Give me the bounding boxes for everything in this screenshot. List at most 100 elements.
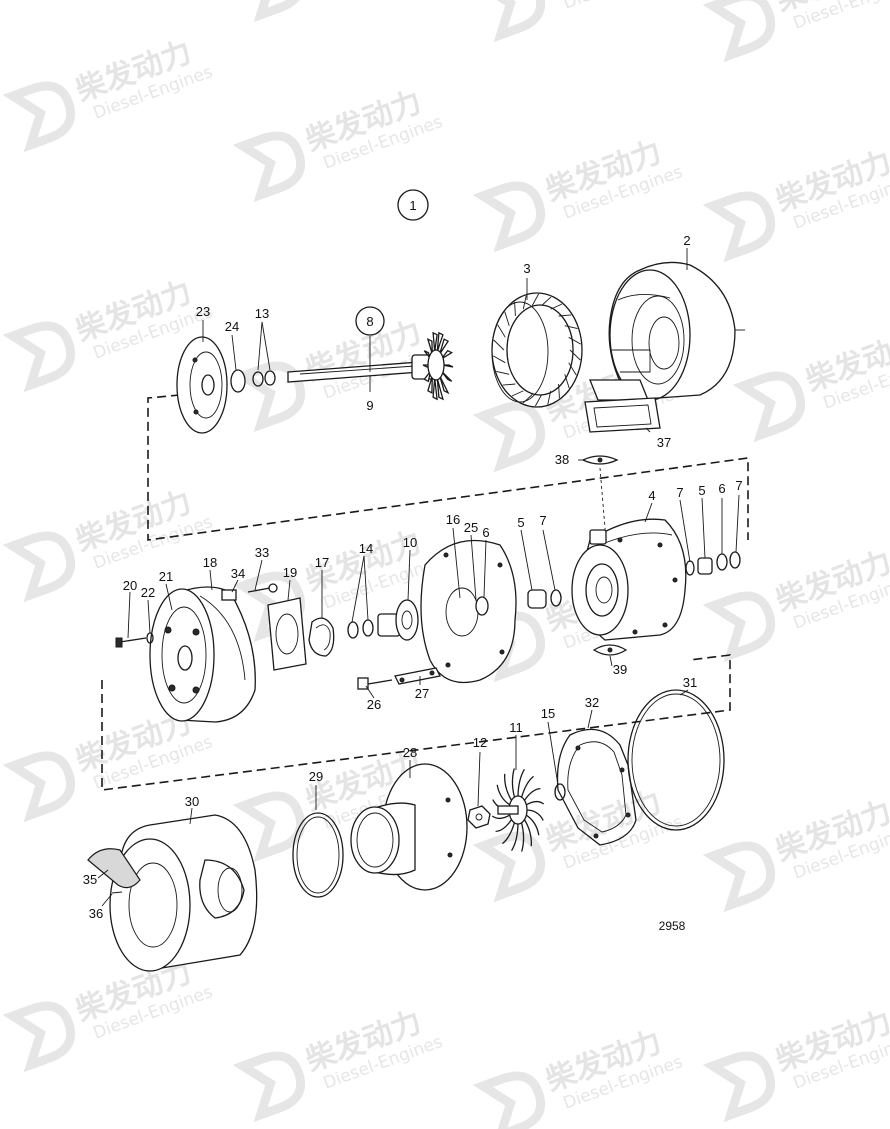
callout-14: 14	[359, 541, 373, 556]
callout-12: 12	[473, 735, 487, 750]
callout-25: 25	[464, 520, 478, 535]
part-39-gasket	[592, 644, 628, 656]
part-20-bolt	[115, 632, 154, 648]
callout-36: 36	[89, 906, 103, 921]
callout-24: 24	[225, 319, 239, 334]
ring-vane	[550, 303, 563, 310]
turbine-blade	[501, 820, 516, 845]
ring-vane	[569, 349, 581, 361]
ring-vane	[496, 370, 510, 375]
callout-29: 29	[309, 769, 323, 784]
leader-lines	[97, 248, 740, 907]
callout-26: 26	[367, 697, 381, 712]
part-13-piston-rings	[252, 370, 276, 387]
ring-vane	[511, 390, 524, 397]
part-11-turbine-wheel	[491, 768, 545, 852]
turbine-blade	[503, 773, 513, 802]
wheel-blade	[436, 378, 444, 401]
callout-5-right: 5	[698, 483, 705, 498]
turbine-blade	[511, 821, 519, 852]
part-33-screw	[247, 583, 278, 593]
part-4-bearing-housing	[571, 518, 687, 641]
callout-5-middle: 5	[517, 515, 524, 530]
callout-37: 37	[657, 435, 671, 450]
callout-34: 34	[231, 566, 245, 581]
wheel-blade	[439, 375, 450, 395]
ring-vane	[564, 325, 578, 330]
ring-vane	[547, 390, 552, 405]
turbine-blade	[520, 775, 535, 800]
callout-7-right-b: 7	[735, 478, 742, 493]
part-12-nut	[467, 805, 491, 829]
callout-3: 3	[523, 261, 530, 276]
turbine-blade	[495, 818, 513, 833]
callout-6-middle: 6	[482, 525, 489, 540]
turbine-blade	[511, 768, 516, 800]
ring-vane	[522, 295, 527, 310]
callout-labels: 1 2 3 4 5 5 6 6 7 7 7 8 9 10 11 12 13 14…	[83, 198, 743, 933]
callout-9: 9	[366, 398, 373, 413]
ring-vane	[531, 293, 539, 306]
turbine-blade	[520, 820, 525, 852]
part-37-gasket	[584, 397, 661, 433]
wheel-blade	[441, 364, 454, 368]
assembly-frame-upper	[147, 394, 749, 541]
ring-vane	[558, 383, 560, 399]
part-26-screw	[357, 677, 393, 690]
ring-vane	[568, 362, 577, 376]
wheel-blade	[440, 349, 454, 360]
callout-35: 35	[83, 872, 97, 887]
callout-7-middle: 7	[539, 513, 546, 528]
ring-vane	[497, 324, 506, 338]
callout-16: 16	[446, 512, 460, 527]
callout-18: 18	[203, 555, 217, 570]
part-32-shroud-plate	[556, 728, 637, 846]
callout-17: 17	[315, 555, 329, 570]
turbine-blade	[525, 809, 544, 821]
part-8-compressor-wheel	[422, 331, 454, 401]
assembly-frame-lower	[101, 654, 731, 791]
callout-31: 31	[683, 675, 697, 690]
part-28-flange-sleeve	[350, 763, 468, 891]
ring-vane	[541, 296, 552, 306]
wheel-blade	[432, 331, 438, 352]
turbine-blade	[523, 818, 533, 847]
part-30-turbine-housing	[87, 814, 258, 972]
callout-10: 10	[403, 535, 417, 550]
turbine-blade	[525, 814, 540, 836]
ring-vane	[493, 339, 505, 351]
wheel-blade	[427, 375, 433, 394]
part-31-v-band-clamp	[627, 689, 725, 831]
ring-vane	[504, 311, 510, 326]
ring-vane	[564, 374, 570, 389]
callout-22: 22	[141, 585, 155, 600]
part-23-disc	[176, 336, 228, 434]
turbine-blade	[525, 800, 545, 806]
callout-28: 28	[403, 745, 417, 760]
callout-20: 20	[123, 578, 137, 593]
part-38-gasket	[581, 455, 619, 465]
drawing-number: 2958	[659, 919, 686, 933]
svg-text:Diesel-Engines: Diesel-Engines	[561, 0, 686, 14]
wheel-blade	[439, 338, 450, 355]
ring-vane	[492, 355, 506, 364]
wheel-blade	[432, 378, 438, 401]
callout-38: 38	[555, 452, 569, 467]
part-14-rings	[347, 619, 374, 639]
part-7-ring-right	[685, 551, 741, 576]
callout-11: 11	[509, 720, 523, 735]
ring-vane	[558, 314, 572, 317]
turbine-blade	[491, 814, 511, 820]
